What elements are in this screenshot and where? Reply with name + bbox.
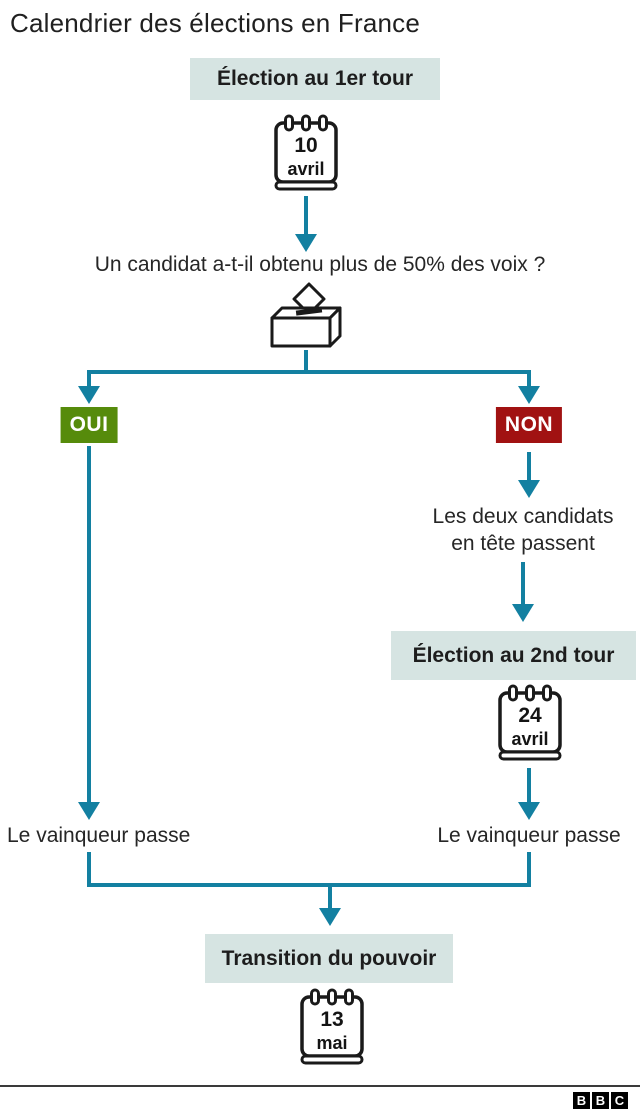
calendar-icon-power-transition: 13 mai bbox=[300, 988, 364, 1065]
footer-divider bbox=[0, 1085, 640, 1087]
bbc-logo-block: B bbox=[573, 1092, 590, 1109]
step-box-first-round: Élection au 1er tour bbox=[190, 58, 440, 100]
calendar-month: avril bbox=[511, 729, 548, 749]
step-box-power-transition: Transition du pouvoir bbox=[205, 934, 453, 983]
ballot-box-icon bbox=[270, 282, 342, 348]
no-badge: NON bbox=[495, 407, 563, 443]
winner-text-right: Le vainqueur passe bbox=[437, 824, 621, 847]
no-branch-note-line1: Les deux candidats bbox=[432, 505, 614, 528]
step-box-second-round: Élection au 2nd tour bbox=[391, 631, 636, 680]
calendar-month: mai bbox=[316, 1033, 347, 1053]
page-title: Calendrier des élections en France bbox=[10, 8, 421, 38]
bbc-logo: B B C bbox=[573, 1092, 628, 1109]
bbc-logo-block: B bbox=[592, 1092, 609, 1109]
question-text: Un candidat a-t-il obtenu plus de 50% de… bbox=[94, 253, 546, 276]
no-branch-note: Les deux candidats en tête passent bbox=[433, 503, 614, 557]
bbc-logo-block: C bbox=[611, 1092, 628, 1109]
calendar-day: 10 bbox=[294, 134, 317, 157]
calendar-day: 24 bbox=[518, 704, 542, 727]
calendar-icon-second-round: 24 avril bbox=[498, 684, 562, 761]
winner-text-left: Le vainqueur passe bbox=[7, 824, 191, 847]
no-branch-note-line2: en tête passent bbox=[451, 532, 595, 555]
yes-badge: OUI bbox=[60, 407, 118, 443]
calendar-day: 13 bbox=[320, 1008, 343, 1031]
calendar-month: avril bbox=[287, 159, 324, 179]
calendar-icon-first-round: 10 avril bbox=[274, 114, 338, 191]
